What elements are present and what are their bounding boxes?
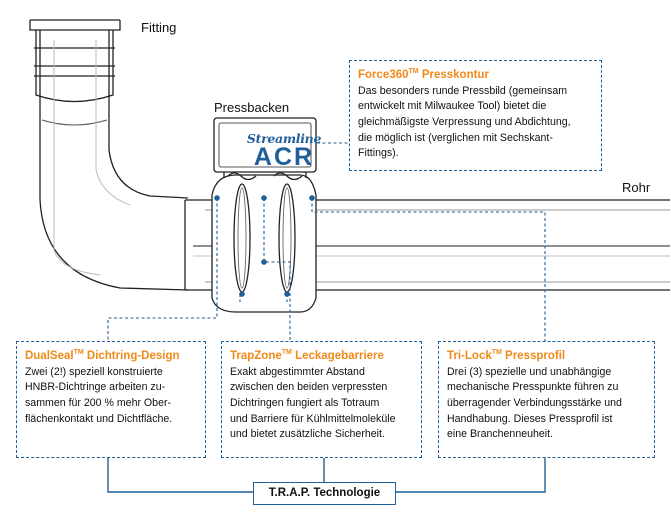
trap-bracket — [107, 458, 546, 493]
streamline-logo-script: Streamline — [246, 131, 322, 146]
callout-dualseal-body: Zwei (2!) speziell konstruierte HNBR-Dic… — [25, 365, 173, 425]
acr-logo: ACR — [253, 143, 315, 171]
pressbacken-jaw — [213, 117, 317, 181]
callout-force360: Force360TM Presskontur Das besonders run… — [349, 60, 602, 171]
callout-force360-title: Force360TM Presskontur — [358, 68, 489, 81]
callout-dualseal: DualSealTM Dichtring-Design Zwei (2!) sp… — [16, 341, 206, 458]
fitting-elbow — [29, 19, 189, 291]
callout-trilock: Tri-LockTM Pressprofil Drei (3) speziell… — [438, 341, 655, 458]
trap-technology-label: T.R.A.P. Technologie — [253, 482, 396, 505]
fitting-label: Fitting — [141, 20, 177, 35]
callout-trapzone-body: Exakt abgestimmter Abstand zwischen den … — [230, 365, 396, 441]
callout-trapzone-title: TrapZoneTM Leckagebarriere — [230, 349, 384, 362]
callout-leader-lines — [107, 142, 546, 342]
callout-dualseal-title: DualSealTM Dichtring-Design — [25, 349, 180, 362]
callout-trilock-title: Tri-LockTM Pressprofil — [447, 349, 566, 362]
callout-trilock-body: Drei (3) spezielle und unabhängige mecha… — [447, 365, 622, 441]
callout-trapzone: TrapZoneTM Leckagebarriere Exakt abgesti… — [221, 341, 422, 458]
rohr-label: Rohr — [622, 180, 651, 195]
press-point-markers — [214, 195, 315, 297]
pressbacken-label: Pressbacken — [214, 100, 290, 115]
callout-force360-body: Das besonders runde Pressbild (gemeinsam… — [358, 84, 571, 160]
